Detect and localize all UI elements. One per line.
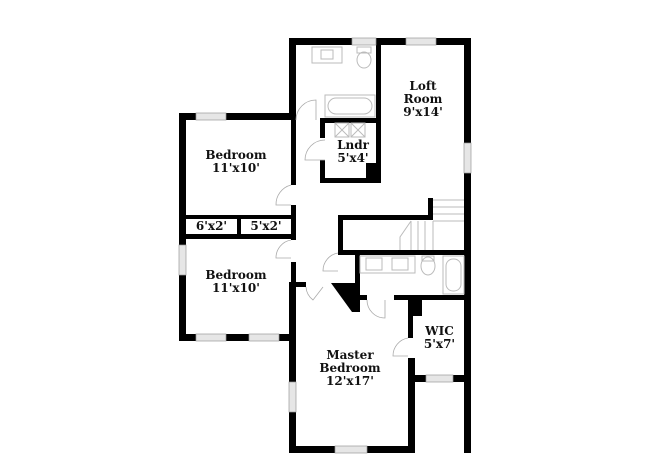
room-label-master: Master Bedroom 12'x17'	[313, 349, 387, 388]
room-name: Bedroom	[205, 148, 267, 162]
room-label-bedroom-2: Bedroom 11'x10'	[196, 269, 276, 295]
windows	[178, 37, 472, 454]
room-label-loft: Loft Room 9'x14'	[395, 80, 451, 119]
fixtures	[311, 46, 465, 295]
room-dims: 9'x14'	[403, 105, 443, 119]
room-dims: 5'x7'	[423, 337, 456, 351]
room-label-laundry: Lndr 5'x4'	[328, 139, 378, 165]
room-dims: 11'x10'	[212, 281, 260, 295]
room-name: Room	[403, 92, 443, 106]
room-label-wic: WIC 5'x7'	[415, 325, 464, 351]
room-name: Bedroom	[319, 361, 381, 375]
room-dims: 5'x2'	[250, 219, 282, 233]
room-name: Master	[326, 348, 374, 362]
room-dims: 12'x17'	[326, 374, 374, 388]
room-dims: 11'x10'	[212, 161, 260, 175]
room-name: Bedroom	[205, 268, 267, 282]
room-name: WIC	[425, 324, 454, 338]
room-label-closet-1: 6'x2'	[186, 220, 237, 233]
room-label-closet-2: 5'x2'	[241, 220, 291, 233]
door-swings	[275, 99, 409, 357]
room-name: Lndr	[337, 138, 369, 152]
room-dims: 5'x4'	[337, 151, 369, 165]
walls	[179, 38, 471, 453]
room-label-bedroom-1: Bedroom 11'x10'	[196, 149, 276, 175]
room-dims: 6'x2'	[195, 219, 228, 233]
room-name: Loft	[409, 79, 437, 93]
